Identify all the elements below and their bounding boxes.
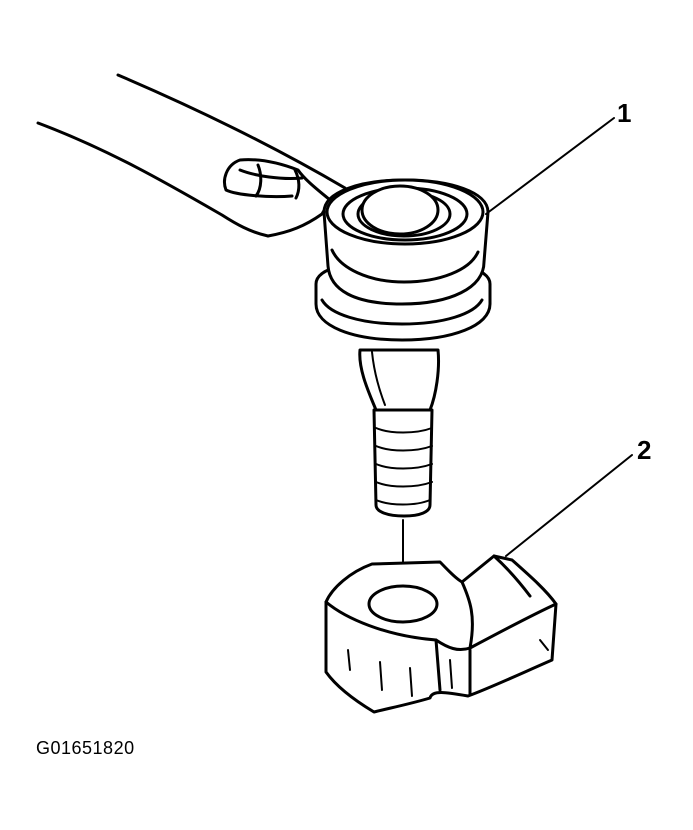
callout-label-1: 1	[617, 98, 632, 128]
ball-joint	[314, 178, 492, 518]
steering-knuckle-block	[324, 554, 558, 714]
figure-code: G01651820	[36, 738, 135, 758]
callout-label-2: 2	[637, 435, 652, 465]
control-arm	[36, 73, 347, 238]
callout-2-leader	[505, 454, 633, 557]
callout-1-leader	[485, 117, 615, 215]
